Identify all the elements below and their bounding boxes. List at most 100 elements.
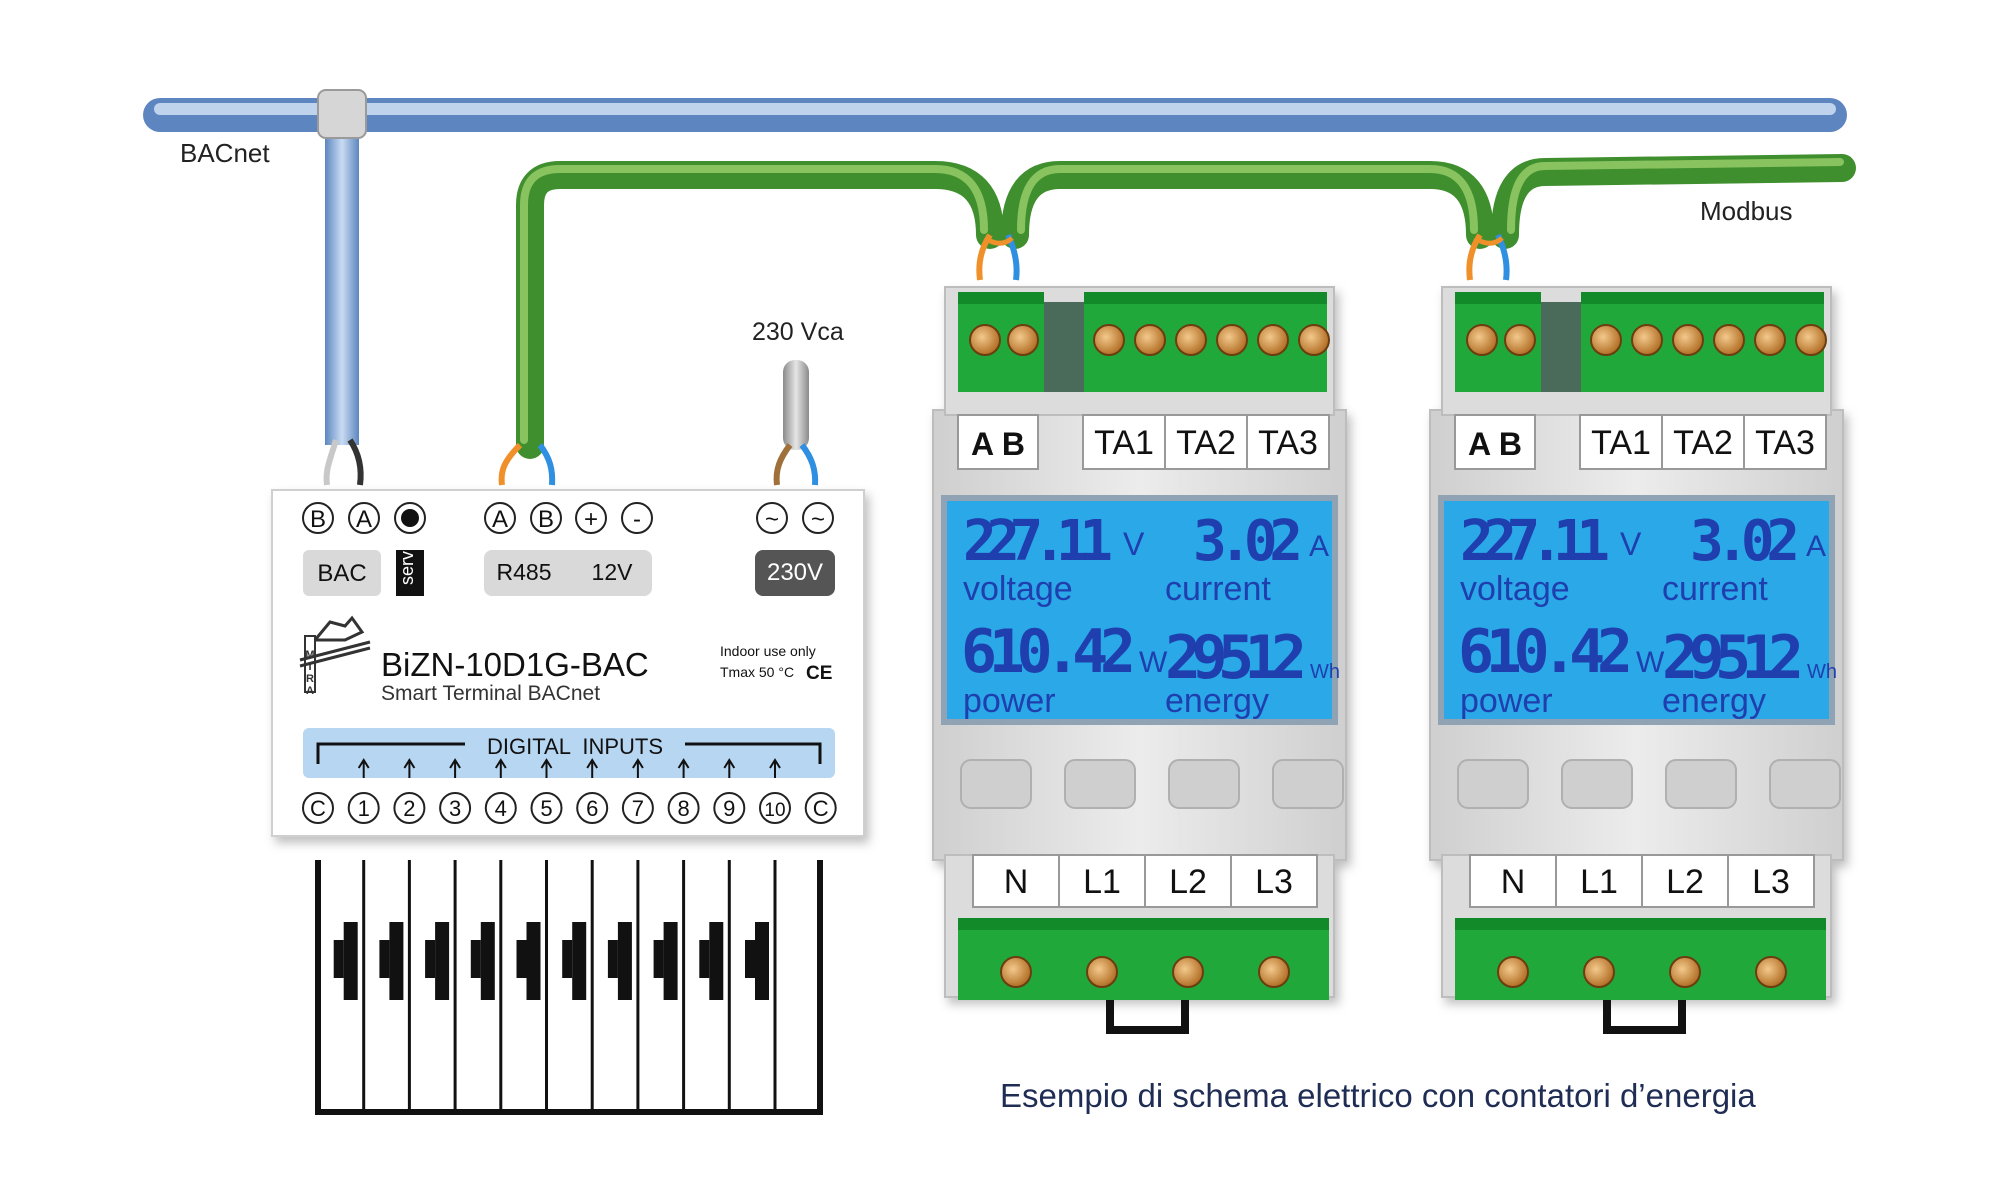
digital-inputs-bracket — [316, 742, 822, 764]
phase-label-l1: L1 — [1083, 863, 1121, 901]
terminal-ac2[interactable] — [802, 502, 834, 534]
switch-2[interactable] — [379, 860, 411, 1112]
screw-icon[interactable] — [1216, 324, 1248, 356]
switch-5[interactable] — [516, 860, 548, 1112]
terminal-b[interactable] — [302, 502, 334, 534]
input-terminal-3[interactable] — [439, 792, 472, 824]
power-unit: W — [1139, 646, 1168, 679]
ta-label-plate — [1579, 414, 1663, 470]
screw-icon[interactable] — [1258, 956, 1290, 988]
terminal-rs485-b[interactable] — [530, 502, 562, 534]
terminal-ac1[interactable] — [756, 502, 788, 534]
meter-button-3[interactable] — [1665, 759, 1737, 809]
bacnet-wire-b — [323, 439, 339, 486]
input-terminal-9[interactable] — [713, 792, 746, 824]
screw-icon[interactable] — [1669, 956, 1701, 988]
screw-icon[interactable] — [1590, 324, 1622, 356]
screw-icon[interactable] — [1007, 324, 1039, 356]
input-terminal-6[interactable] — [576, 792, 609, 824]
switch-8[interactable] — [653, 860, 686, 1112]
screw-icon[interactable] — [1583, 956, 1615, 988]
screw-icon[interactable] — [1134, 324, 1166, 356]
serv-button[interactable] — [396, 550, 424, 596]
terminal-plus-label: + — [584, 506, 598, 533]
tmax-label: Tmax 50 °C — [720, 664, 794, 680]
input-terminal-c[interactable] — [302, 792, 334, 824]
input-terminal-label: 3 — [449, 796, 461, 821]
input-terminal-1[interactable] — [347, 792, 380, 824]
input-terminal-2[interactable] — [393, 792, 426, 824]
switch-3[interactable] — [425, 860, 457, 1112]
screw-icon[interactable] — [1795, 324, 1827, 356]
meter-button-1[interactable] — [960, 759, 1032, 809]
screw-icon[interactable] — [969, 324, 1001, 356]
controller-housing — [271, 489, 865, 837]
meter1-wire-a2 — [983, 235, 1014, 246]
input-terminal-4[interactable] — [484, 792, 517, 824]
digital-inputs-label: DIGITAL INPUTS — [487, 734, 663, 759]
v230-plate — [755, 550, 835, 596]
screw-icon[interactable] — [1172, 956, 1204, 988]
din-clip — [1106, 1000, 1189, 1034]
screw-icon[interactable] — [1713, 324, 1745, 356]
screw-icon[interactable] — [1755, 956, 1787, 988]
phase-label-plate — [1144, 854, 1232, 908]
input-terminal-5[interactable] — [530, 792, 563, 824]
modbus-wire-b — [537, 443, 556, 486]
screw-icon[interactable] — [1086, 956, 1118, 988]
bacnet-tee-connector — [317, 89, 367, 139]
screw-icon[interactable] — [1631, 324, 1663, 356]
input-arrow-icon — [403, 758, 416, 778]
meter-button-1[interactable] — [1457, 759, 1529, 809]
input-terminal-10[interactable] — [759, 792, 791, 824]
screw-icon[interactable] — [1672, 324, 1704, 356]
energy-unit: Wh — [1807, 661, 1837, 683]
input-terminal-7[interactable] — [621, 792, 654, 824]
phase-label-l3: L3 — [1255, 863, 1293, 901]
ab-label-plate — [1454, 414, 1536, 470]
terminal-minus[interactable] — [621, 502, 653, 534]
screw-icon[interactable] — [1466, 324, 1498, 356]
switch-9[interactable] — [699, 860, 731, 1112]
input-terminal-8[interactable] — [667, 792, 700, 824]
switch-7[interactable] — [607, 860, 640, 1112]
meter-button-4[interactable] — [1769, 759, 1841, 809]
bacnet-drop-cable — [325, 115, 359, 445]
phase-label-plate — [1230, 854, 1318, 908]
screw-icon[interactable] — [1754, 324, 1786, 356]
switch-10[interactable] — [745, 860, 777, 1112]
bacnet-label: BACnet — [180, 138, 270, 168]
ta-label-plate — [1246, 414, 1330, 470]
screw-icon[interactable] — [1257, 324, 1289, 356]
meter-button-2[interactable] — [1064, 759, 1136, 809]
meter-button-3[interactable] — [1168, 759, 1240, 809]
input-arrow-icon — [723, 758, 736, 778]
switch-4[interactable] — [470, 860, 503, 1112]
screw-icon[interactable] — [1497, 956, 1529, 988]
switch-6[interactable] — [562, 860, 594, 1112]
caption: Esempio di schema elettrico con contator… — [1000, 1077, 1756, 1114]
switch-1[interactable] — [333, 860, 366, 1112]
rs485-label: R485 — [497, 559, 552, 585]
mains-cable — [783, 360, 809, 450]
terminal-gnd-dot — [401, 509, 419, 527]
input-terminal-c[interactable] — [804, 792, 837, 824]
screw-icon[interactable] — [1093, 324, 1125, 356]
lcd-screen — [947, 501, 1332, 719]
terminal-rs485-a-label: A — [492, 506, 508, 533]
terminal-a[interactable] — [348, 502, 380, 534]
screw-icon[interactable] — [1298, 324, 1330, 356]
terminal-rs485-a[interactable] — [484, 502, 516, 534]
indoor-label: Indoor use only — [720, 643, 816, 659]
meter-button-4[interactable] — [1272, 759, 1344, 809]
input-arrow-icon — [586, 758, 599, 778]
meter-button-2[interactable] — [1561, 759, 1633, 809]
ta-label-plate — [1743, 414, 1827, 470]
screw-icon[interactable] — [1000, 956, 1032, 988]
terminal-plus[interactable] — [575, 502, 607, 534]
screw-icon[interactable] — [1504, 324, 1536, 356]
screw-icon[interactable] — [1175, 324, 1207, 356]
model-name: BiZN-10D1G-BAC — [381, 646, 649, 683]
